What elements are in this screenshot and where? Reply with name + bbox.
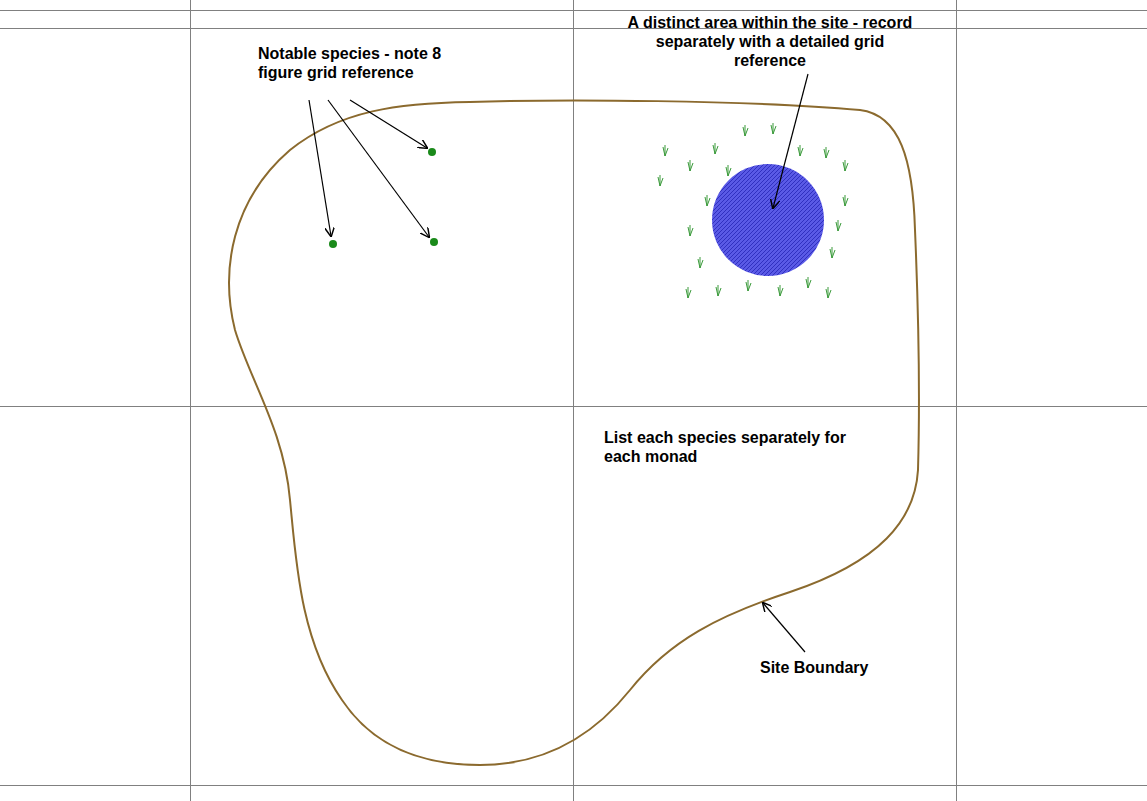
grass-tuft: [686, 287, 691, 298]
grass-tuft: [658, 175, 663, 186]
grass-tuft: [826, 287, 831, 298]
grass-tuft: [716, 285, 721, 296]
distinct-area: [712, 164, 824, 276]
grass-tuft: [830, 247, 835, 258]
monad-note: List each species separately for each mo…: [604, 428, 854, 466]
grass-tuft: [698, 257, 703, 268]
grass-tuft: [771, 123, 776, 134]
grass-tuft: [746, 280, 751, 291]
grass-tufts: [658, 123, 848, 298]
grass-tuft: [705, 195, 710, 206]
grass-tuft: [743, 125, 748, 136]
grass-tuft: [688, 160, 693, 171]
grass-tuft: [843, 160, 848, 171]
boundary-label: Site Boundary: [760, 658, 920, 677]
species-dots: [329, 148, 438, 248]
grass-tuft: [778, 285, 783, 296]
grass-tuft: [663, 145, 668, 156]
distinct-area-note: A distinct area within the site - record…: [618, 13, 922, 70]
grass-tuft: [824, 147, 829, 158]
grass-tuft: [798, 145, 803, 156]
notable-species-note: Notable species - note 8 figure grid ref…: [258, 44, 488, 82]
grass-tuft: [713, 143, 718, 154]
grass-tuft: [843, 195, 848, 206]
grass-tuft: [726, 165, 731, 176]
grass-tuft: [688, 225, 693, 236]
grass-tuft: [806, 277, 811, 288]
leader-arrows: [309, 74, 808, 652]
grass-tuft: [836, 220, 841, 231]
